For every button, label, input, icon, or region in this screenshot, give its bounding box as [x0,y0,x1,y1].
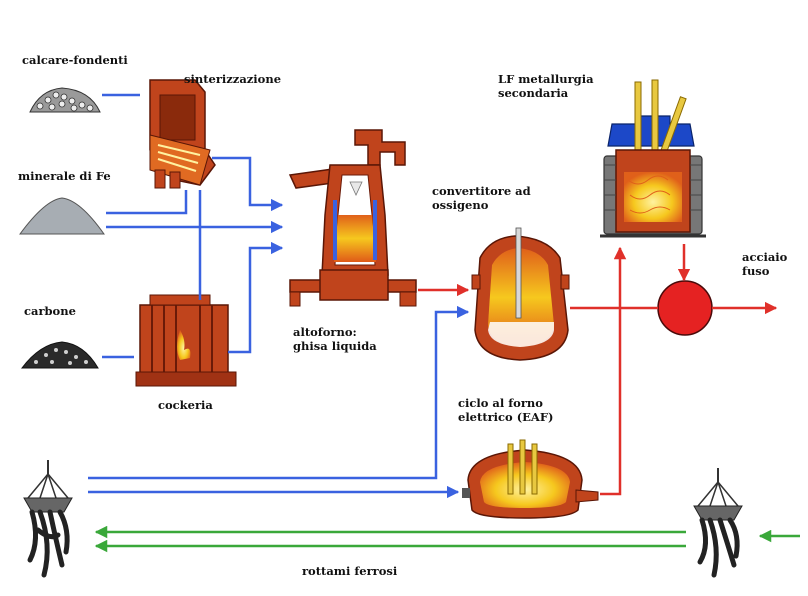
electric-arc-furnace-icon [462,439,599,519]
converter-label-line1: convertitore ad [432,184,531,198]
ladle-furnace-icon [600,79,706,238]
coke-oven-icon [135,294,237,387]
molten-metal-flows [418,244,778,496]
molten-steel-label-line1: acciaio [742,250,788,264]
sintering-plant-icon [149,79,216,189]
scrap-grab-right-icon [693,468,743,578]
molten-steel-label-line2: fuso [742,264,770,278]
iron-ore-label: minerale di Fe [18,169,111,183]
scrap-label: rottami ferrosi [302,564,398,578]
converter-label: convertitore ad ossigeno [432,184,531,212]
coal-pile-icon [20,341,99,369]
eaf-label: ciclo al forno elettrico (EAF) [458,396,553,424]
oxygen-converter-icon [471,227,570,361]
converter-label-line2: ossigeno [432,198,489,212]
blast-furnace-label-line2: ghisa liquida [293,339,377,353]
iron-ore-pile-icon [19,197,105,235]
sintering-label: sinterizzazione [184,72,282,86]
coke-oven-label: cockeria [158,398,213,412]
limestone-label: calcare-fondenti [22,53,128,67]
molten-steel-icon [657,280,713,336]
scrap-flows [94,525,800,553]
eaf-label-line1: ciclo al forno [458,396,543,410]
scrap-grab-left-icon [23,460,73,578]
ladle-furnace-label-line1: LF metallurgia [498,72,594,86]
raw-material-flows [88,93,470,499]
blast-furnace-icon [288,129,417,307]
coal-label: carbone [24,304,76,318]
blast-furnace-label: altoforno: ghisa liquida [293,325,377,353]
molten-steel-label: acciaio fuso [742,250,787,278]
eaf-label-line2: elettrico (EAF) [458,410,554,424]
limestone-pile-icon [29,87,101,113]
blast-furnace-label-line1: altoforno: [293,325,357,339]
ladle-furnace-label-line2: secondaria [498,86,569,100]
ladle-furnace-label: LF metallurgia secondaria [498,72,594,100]
